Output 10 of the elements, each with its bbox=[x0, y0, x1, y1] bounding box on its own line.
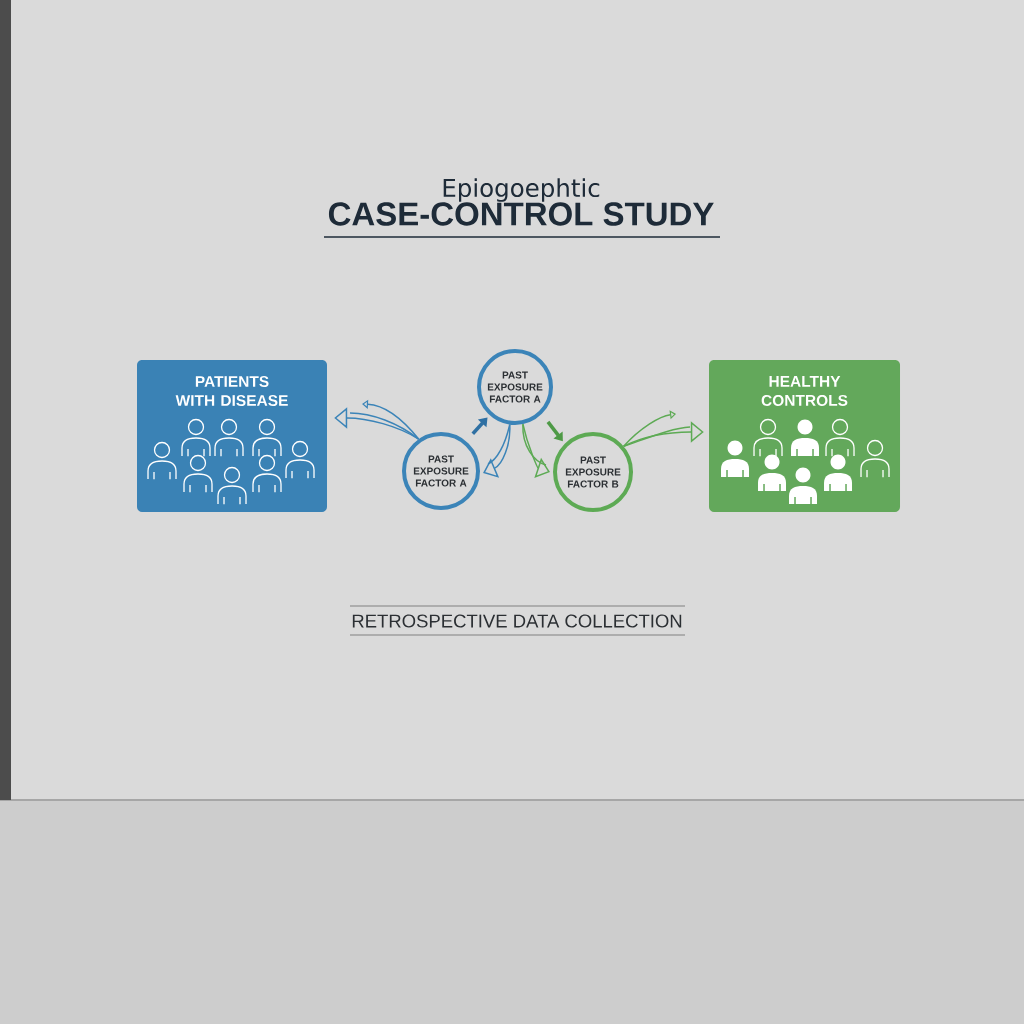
circle-node: PAST EXPOSURE FACTOR B bbox=[553, 432, 633, 512]
circle-node: PAST EXPOSURE FACTOR A bbox=[477, 349, 553, 425]
arrow bbox=[622, 410, 704, 448]
circle-node: PAST EXPOSURE FACTOR A bbox=[402, 432, 480, 510]
arrow bbox=[471, 417, 488, 435]
arrow bbox=[522, 423, 550, 478]
section-label: RETROSPECTIVE DATA COLLECTION bbox=[352, 614, 682, 628]
subtitle: Epiogoephtic bbox=[443, 178, 600, 202]
title: CASE-CONTROL STUDY bbox=[328, 202, 714, 226]
arrow bbox=[483, 423, 511, 478]
